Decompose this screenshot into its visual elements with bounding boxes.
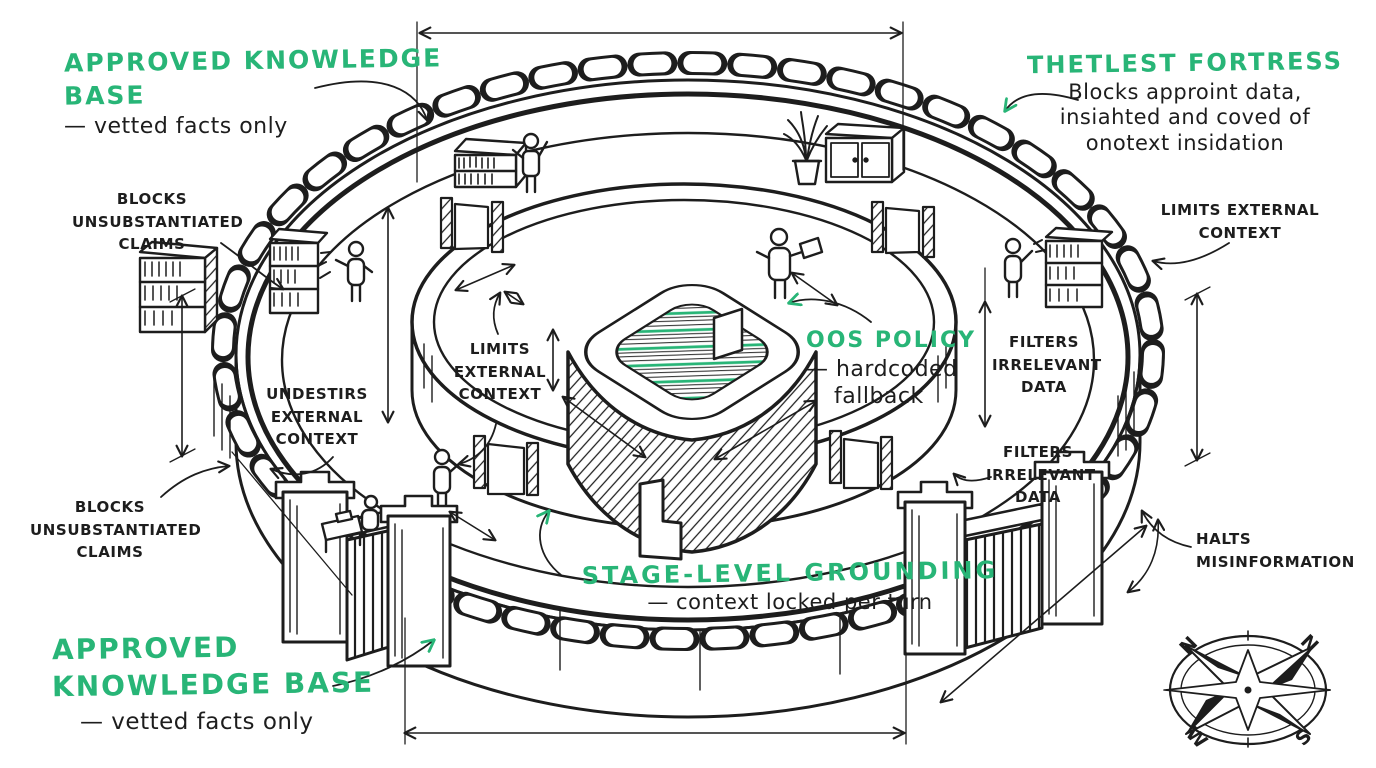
- label-line: BLOCKS: [116, 190, 188, 208]
- label-title-line: BASE: [63, 80, 146, 111]
- label-line: LIMITS EXTERNAL: [1160, 201, 1320, 219]
- person-icon: [317, 240, 374, 303]
- label-note: — vetted facts only: [80, 708, 314, 735]
- dimension-arrows: [169, 21, 1211, 745]
- central-keep: [566, 283, 818, 561]
- label-line: UNSUBSTANTIATED: [72, 212, 244, 231]
- annotation-arrows: [160, 80, 1230, 687]
- person-icon: [1003, 237, 1046, 299]
- label-line: EXTERNAL: [270, 407, 364, 426]
- crenellations: [211, 51, 1165, 651]
- inner-gate: [828, 429, 894, 491]
- label-line: DATA: [1015, 488, 1061, 506]
- label-title: STAGE-LEVEL GROUNDING: [581, 556, 999, 590]
- label-filters-irrelevant-upper: FILTERS IRRELEVANT DATA: [992, 331, 1102, 399]
- label-note: — vetted facts only: [64, 114, 288, 139]
- label-line: FILTERS: [1009, 333, 1079, 351]
- person-icon: [320, 494, 380, 554]
- label-line: IRRELEVANT: [992, 355, 1102, 374]
- label-approved-knowledge-base-bottom: APPROVED KNOWLEDGE BASE — vetted facts o…: [51, 630, 375, 736]
- label-note-line: insiahted and coved of: [1059, 105, 1311, 130]
- label-oos-policy: OOS POLICY — hardcoded fallback: [806, 328, 976, 411]
- label-stage-level-grounding: STAGE-LEVEL GROUNDING — context locked p…: [555, 556, 1025, 615]
- compass-letter-sw: W: [1181, 723, 1211, 753]
- label-line: HALTS: [1196, 530, 1252, 548]
- label-blocks-unsubstantiated-upper: BLOCKS UNSUBSTANTIATED CLAIMS: [72, 188, 244, 256]
- label-title-line: APPROVED KNOWLEDGE: [63, 43, 443, 78]
- label-line: CONTEXT: [458, 385, 542, 403]
- label-title-line: APPROVED: [51, 630, 240, 667]
- label-line: EXTERNAL: [453, 362, 547, 381]
- label-blocks-unsubstantiated-lower: BLOCKS UNSUBSTANTIATED CLAIMS: [30, 496, 202, 564]
- person-icon: [511, 132, 549, 194]
- label-title: OOS POLICY: [806, 328, 977, 353]
- label-limits-external-right: LIMITS EXTERNAL CONTEXT: [1160, 199, 1320, 244]
- label-undestirs-external: UNDESTIRS EXTERNAL CONTEXT: [262, 383, 372, 451]
- label-title: THETLEST FORTRESS: [1026, 46, 1344, 80]
- label-limits-external-inner: LIMITS EXTERNAL CONTEXT: [448, 338, 552, 406]
- label-filters-irrelevant-lower: FILTERS IRRELEVANT DATA: [986, 441, 1096, 509]
- label-line: CONTEXT: [275, 430, 359, 448]
- label-line: CONTEXT: [1198, 223, 1282, 242]
- person-icon: [432, 448, 463, 510]
- inner-gate: [439, 196, 505, 254]
- bookshelf-icon: [453, 137, 528, 189]
- label-line: IRRELEVANT: [986, 465, 1096, 484]
- label-note-line: Blocks approint data,: [1068, 79, 1302, 104]
- cabinet-icon: [824, 122, 906, 184]
- compass-letter-se: S: [1291, 725, 1316, 750]
- label-line: MISINFORMATION: [1196, 552, 1355, 571]
- label-fortress: THETLEST FORTRESS Blocks approint data, …: [1020, 46, 1350, 157]
- label-note-line: onotext insidation: [1085, 130, 1285, 155]
- bookshelf-icon: [1044, 226, 1114, 309]
- bookshelf-icon: [138, 240, 219, 334]
- label-halts-misinformation: HALTS MISINFORMATION: [1196, 528, 1355, 573]
- label-line: UNDESTIRS: [266, 385, 368, 403]
- label-line: LIMITS: [469, 340, 531, 358]
- label-note: — context locked per turn: [647, 589, 933, 614]
- label-line: CLAIMS: [118, 235, 186, 253]
- bookshelf-icon: [268, 227, 329, 315]
- label-line: BLOCKS: [74, 498, 146, 516]
- inner-gate: [472, 434, 540, 497]
- label-line: UNSUBSTANTIATED: [30, 520, 202, 539]
- compass-rose: N N W S: [1163, 630, 1331, 753]
- label-note-line: fallback: [834, 383, 924, 409]
- label-line: CLAIMS: [76, 543, 144, 561]
- label-title-line: KNOWLEDGE BASE: [51, 665, 375, 704]
- label-line: DATA: [1021, 378, 1067, 396]
- label-note-line: — hardcoded: [806, 357, 958, 382]
- plant-icon: [783, 111, 828, 186]
- label-line: FILTERS: [1003, 443, 1073, 461]
- person-icon: [755, 227, 824, 300]
- inner-gate: [870, 200, 936, 259]
- label-approved-knowledge-base-top: APPROVED KNOWLEDGE BASE — vetted facts o…: [63, 43, 443, 141]
